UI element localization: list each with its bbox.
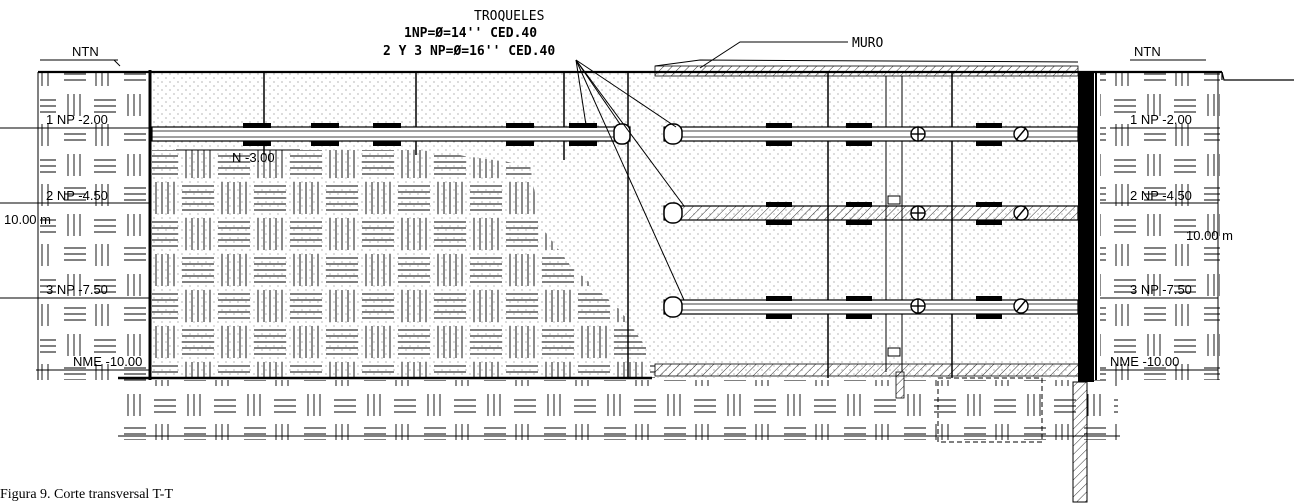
right-posts	[827, 72, 1043, 443]
strut-section-circles	[910, 126, 1029, 314]
level-n3-label: N -3.00	[232, 150, 275, 165]
right-level-nme: NME -10.00	[1110, 354, 1179, 369]
strut-3	[663, 296, 1079, 318]
soil-bottom	[118, 380, 1120, 440]
diaphragm-wall	[1072, 72, 1097, 503]
left-level-3: 3 NP -7.50	[46, 282, 108, 297]
remaining-soil-mass	[152, 150, 655, 378]
right-dimension	[1100, 59, 1219, 380]
strut-spec-1: 1NP=Ø=14'' CED.40	[404, 26, 537, 41]
muro-slab	[654, 59, 1081, 377]
left-level-nme: NME -10.00	[73, 354, 142, 369]
strut-1-right	[663, 123, 1079, 145]
right-level-2: 2 NP -4.50	[1130, 188, 1192, 203]
wall-label: MURO	[852, 36, 883, 51]
left-dimension	[0, 59, 300, 380]
wale-blocks	[243, 123, 1002, 319]
figure-caption: Figura 9. Corte transversal T-T	[0, 487, 173, 502]
right-level-1: 1 NP -2.00	[1130, 112, 1192, 127]
muro-leader	[699, 41, 848, 69]
ntn-left-label: NTN	[72, 44, 99, 59]
soil-right	[1100, 72, 1220, 380]
left-level-1: 1 NP -2.00	[46, 112, 108, 127]
troqueles-leaders	[575, 59, 685, 301]
strut-spec-2: 2 Y 3 NP=Ø=16'' CED.40	[383, 44, 555, 59]
ntn-right-label: NTN	[1134, 44, 1161, 59]
soil-left	[40, 72, 150, 380]
left-level-2: 2 NP -4.50	[46, 188, 108, 203]
right-level-3: 3 NP -7.50	[1130, 282, 1192, 297]
depth-right-label: 10.00 m	[1186, 228, 1233, 243]
struts-title: TROQUELES	[474, 9, 544, 24]
depth-left-label: 10.00 m	[4, 212, 51, 227]
